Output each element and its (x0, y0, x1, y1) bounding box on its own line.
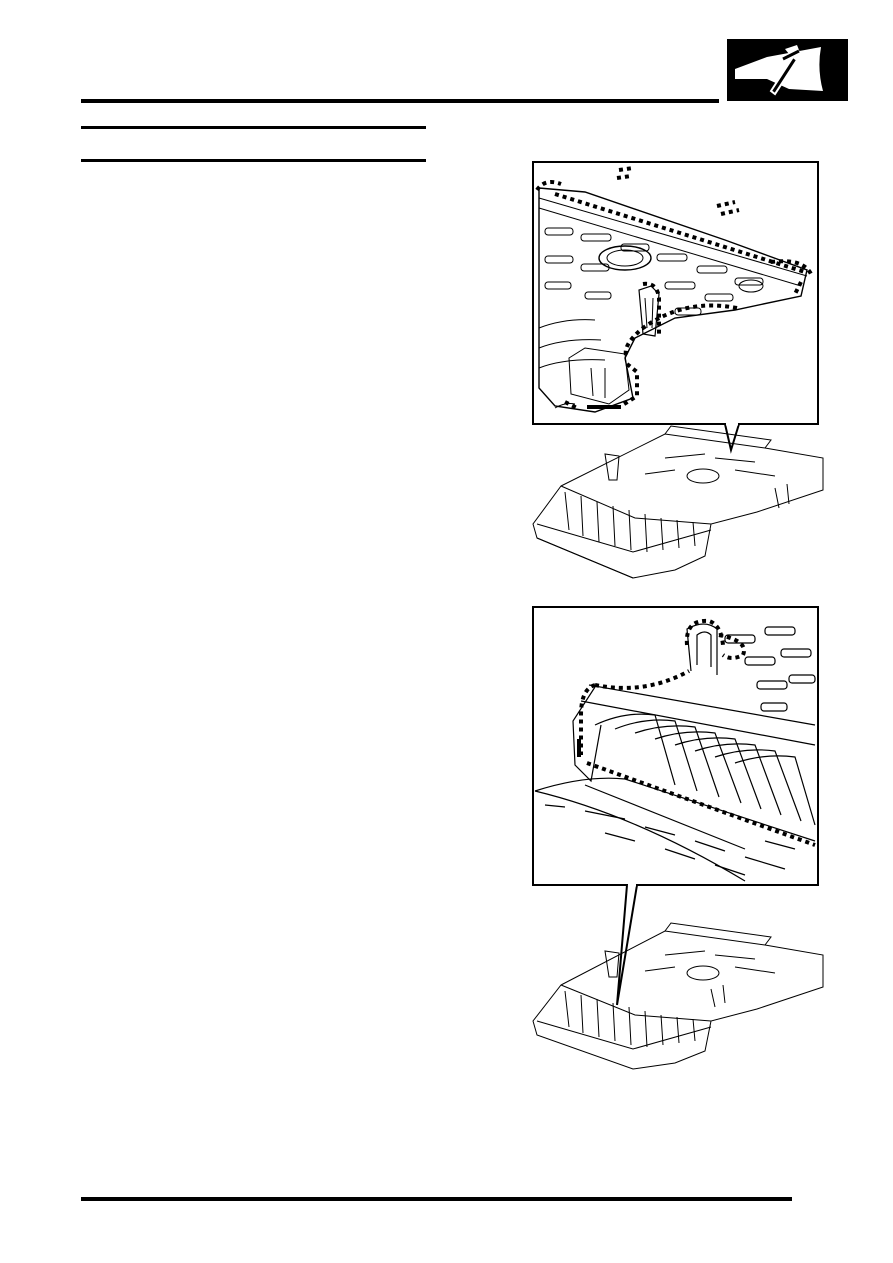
rear-floor-panel-detail-illustration (532, 606, 824, 1070)
figure-rear-floor-lower (525, 605, 825, 1070)
footer-rule (81, 1197, 792, 1201)
header-rule (81, 99, 719, 103)
body-repair-hammer-icon (735, 45, 823, 96)
figure-rear-floor-upper (525, 158, 825, 588)
section-badge (727, 39, 848, 101)
heading-rule-bottom (81, 159, 426, 162)
rear-floor-panel-detail-illustration (532, 161, 824, 579)
heading-rule-top (81, 126, 426, 129)
